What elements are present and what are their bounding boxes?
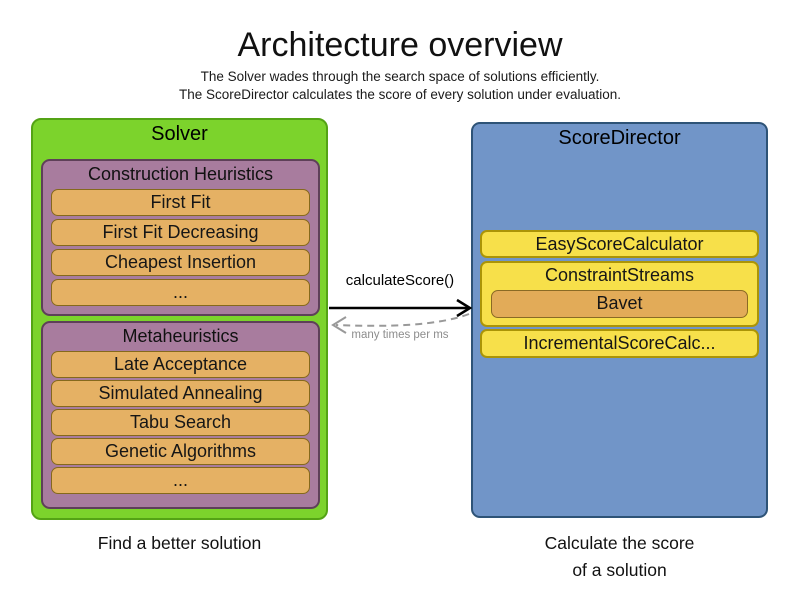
page-title: Architecture overview <box>237 26 563 64</box>
subtitle-line-1: The Solver wades through the search spac… <box>200 69 600 84</box>
item-first-fit-decreasing: First Fit Decreasing <box>51 219 310 246</box>
item-cheapest-insertion: Cheapest Insertion <box>51 249 310 276</box>
bavet-box: Bavet <box>491 290 748 318</box>
item-genetic-algorithms: Genetic Algorithms <box>51 438 310 465</box>
construction-heuristics-title: Construction Heuristics <box>87 164 274 184</box>
item-simulated-annealing: Simulated Annealing <box>51 380 310 407</box>
solver-box: Solver Construction Heuristics First Fit… <box>31 118 328 520</box>
score-director-box: ScoreDirector EasyScoreCalculator Constr… <box>471 122 768 518</box>
metaheuristics-section: Metaheuristics Late Acceptance Simulated… <box>41 321 320 509</box>
frequency-label: many times per ms <box>351 329 449 341</box>
construction-heuristics-section: Construction Heuristics First Fit First … <box>41 159 320 316</box>
item-first-fit: First Fit <box>51 189 310 216</box>
constraint-streams-title: ConstraintStreams <box>544 265 695 285</box>
solver-title: Solver <box>151 123 208 145</box>
item-metaheuristics-ellipsis: ... <box>51 467 310 494</box>
construction-heuristics-items: First Fit First Fit Decreasing Cheapest … <box>43 189 318 306</box>
item-late-acceptance: Late Acceptance <box>51 351 310 378</box>
item-tabu-search: Tabu Search <box>51 409 310 436</box>
dashed-return-arrow <box>331 313 470 334</box>
score-director-title: ScoreDirector <box>558 127 681 149</box>
constraint-streams-box: ConstraintStreams Bavet <box>480 261 759 327</box>
call-return-arrows <box>329 298 472 334</box>
easy-score-calculator-box: EasyScoreCalculator <box>480 230 759 258</box>
subtitle-line-2: The ScoreDirector calculates the score o… <box>179 87 621 102</box>
solid-call-arrow <box>329 298 472 318</box>
solver-caption: Find a better solution <box>97 533 262 553</box>
item-construction-ellipsis: ... <box>51 279 310 306</box>
calculate-score-label: calculateScore() <box>345 272 455 289</box>
metaheuristics-title: Metaheuristics <box>122 326 239 346</box>
incremental-score-calculator-box: IncrementalScoreCalc... <box>480 329 759 358</box>
metaheuristics-items: Late Acceptance Simulated Annealing Tabu… <box>43 351 318 494</box>
score-director-caption-line-1: Calculate the score <box>544 533 695 553</box>
score-director-caption-line-2: of a solution <box>572 560 667 580</box>
score-director-caption: Calculate the score of a solution <box>471 530 768 584</box>
